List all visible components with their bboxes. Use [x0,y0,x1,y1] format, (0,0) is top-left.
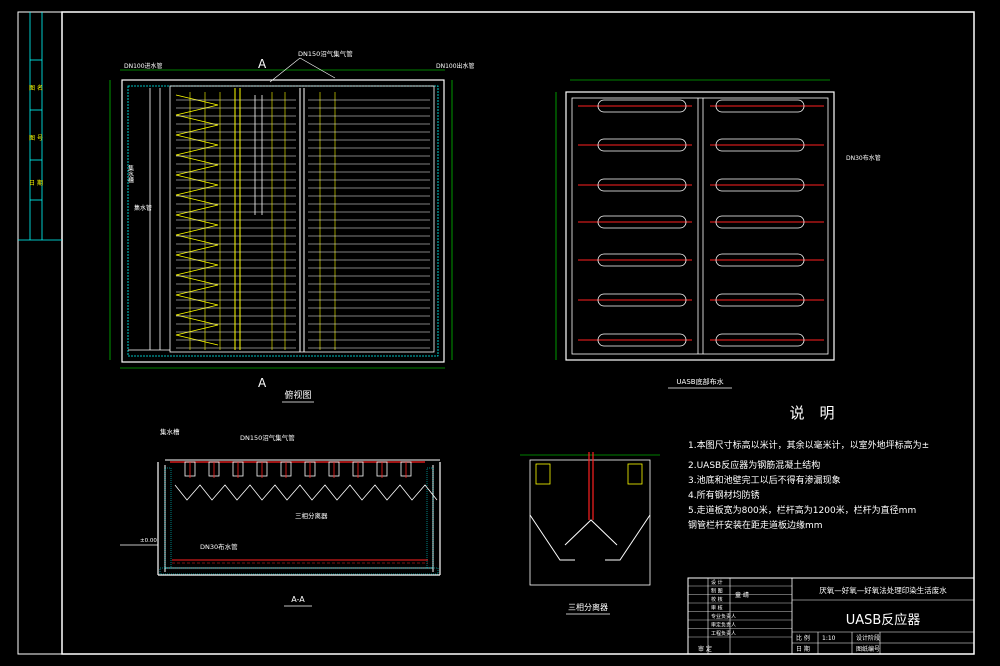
dist-loop [715,215,805,229]
plan-view: DN150沼气集气管 DN100出水管 DN100进水管 集水槽 集水管 A A… [109,49,475,403]
note-2: 2.UASB反应器为钢筋混凝土结构 [688,459,820,471]
strip-label-1: 图 号 [29,135,43,142]
outer-border [17,11,975,655]
section-gas-label: DN150沼气集气管 [240,433,295,442]
dist-loop [715,178,805,192]
dist-loop [715,253,805,267]
left-strip: 图 名 图 号 日 期 [18,12,62,241]
note-1: 1.本图尺寸标高以米计，其余以毫米计，以室外地坪标高为± [688,439,929,451]
section-collector-label: 集水槽 [160,427,180,436]
tb-project: 厌氧—好氧—好氧法处理印染生活废水 [819,585,947,595]
notes-block: 说 明 1.本图尺寸标高以米计，其余以毫米计，以室外地坪标高为± 2.UASB反… [688,404,929,531]
strip-label-2: 日 期 [29,179,43,187]
dist-loop [597,178,687,192]
distribution-view: DN30布水管 UASB底部布水 [555,79,881,389]
tb-row-label: 专业负责人 [711,613,736,620]
plan-collector-label: 集水管 [134,204,152,212]
tb-row-label: 校 核 [711,596,723,603]
plan-section-mark-bottom: A [258,376,267,390]
tb-row-label: 审 核 [711,605,723,612]
notes-heading: 说 明 [789,404,834,422]
dist-loop [597,99,687,113]
dist-pipe-label: DN30布水管 [846,154,881,162]
dist-loop [597,215,687,229]
plan-outlet-label: DN100出水管 [436,62,475,70]
tb-row-label: 制 图 [711,588,723,595]
drawing-border [61,11,975,655]
tb-designer: 童 靖 [735,591,749,599]
section-view: ±0.00 集水槽 DN150沼气集气管 三相分离器 DN30布水管 A-A [120,427,441,607]
dist-loop [597,293,687,307]
plan-title: 俯视图 [284,389,311,401]
tb-row-label: 工程负责人 [711,630,736,637]
dist-loop [597,333,687,347]
dist-loop [715,293,805,307]
dist-loop [715,138,805,152]
tb-drawing-name: UASB反应器 [846,612,921,628]
plan-gas-pipe-label: DN150沼气集气管 [298,49,353,58]
section-dist-label: DN30布水管 [200,542,238,551]
note-5: 5.走道板宽为800米，栏杆高为1200米，栏杆为直径mm [688,504,916,516]
tb-scale-label: 比 例 [796,634,810,642]
dist-loop [715,333,805,347]
tb-scale: 1:10 [822,635,836,642]
dist-title: UASB底部布水 [676,377,723,386]
section-separator-label: 三相分离器 [295,511,328,520]
strip-label-0: 图 名 [29,84,43,92]
tb-row-label: 设 计 [711,579,723,586]
plan-section-mark-top: A [258,57,267,71]
separator-detail: 三相分离器 [520,452,660,615]
tb-no-label: 图纸编号 [856,645,880,653]
separator-title: 三相分离器 [568,602,608,612]
plan-weir-label: 集水槽 [127,164,134,184]
dist-loop [715,99,805,113]
dist-loop [597,138,687,152]
section-ground-label: ±0.00 [140,538,157,544]
section-title: A-A [291,595,305,604]
tb-approve: 审 定 [698,645,712,653]
note-3: 3.池底和池壁完工以后不得有渗漏现象 [688,474,841,486]
dist-loop [597,253,687,267]
note-4: 4.所有钢材均防锈 [688,489,760,501]
note-6: 钢管栏杆安装在距走道板边缘mm [688,519,823,531]
tb-date-label: 日 期 [796,645,810,653]
tb-stage-label: 设计阶段 [856,634,880,642]
plan-inlet-label: DN100进水管 [124,62,163,70]
tb-row-label: 审定负责人 [711,622,736,629]
